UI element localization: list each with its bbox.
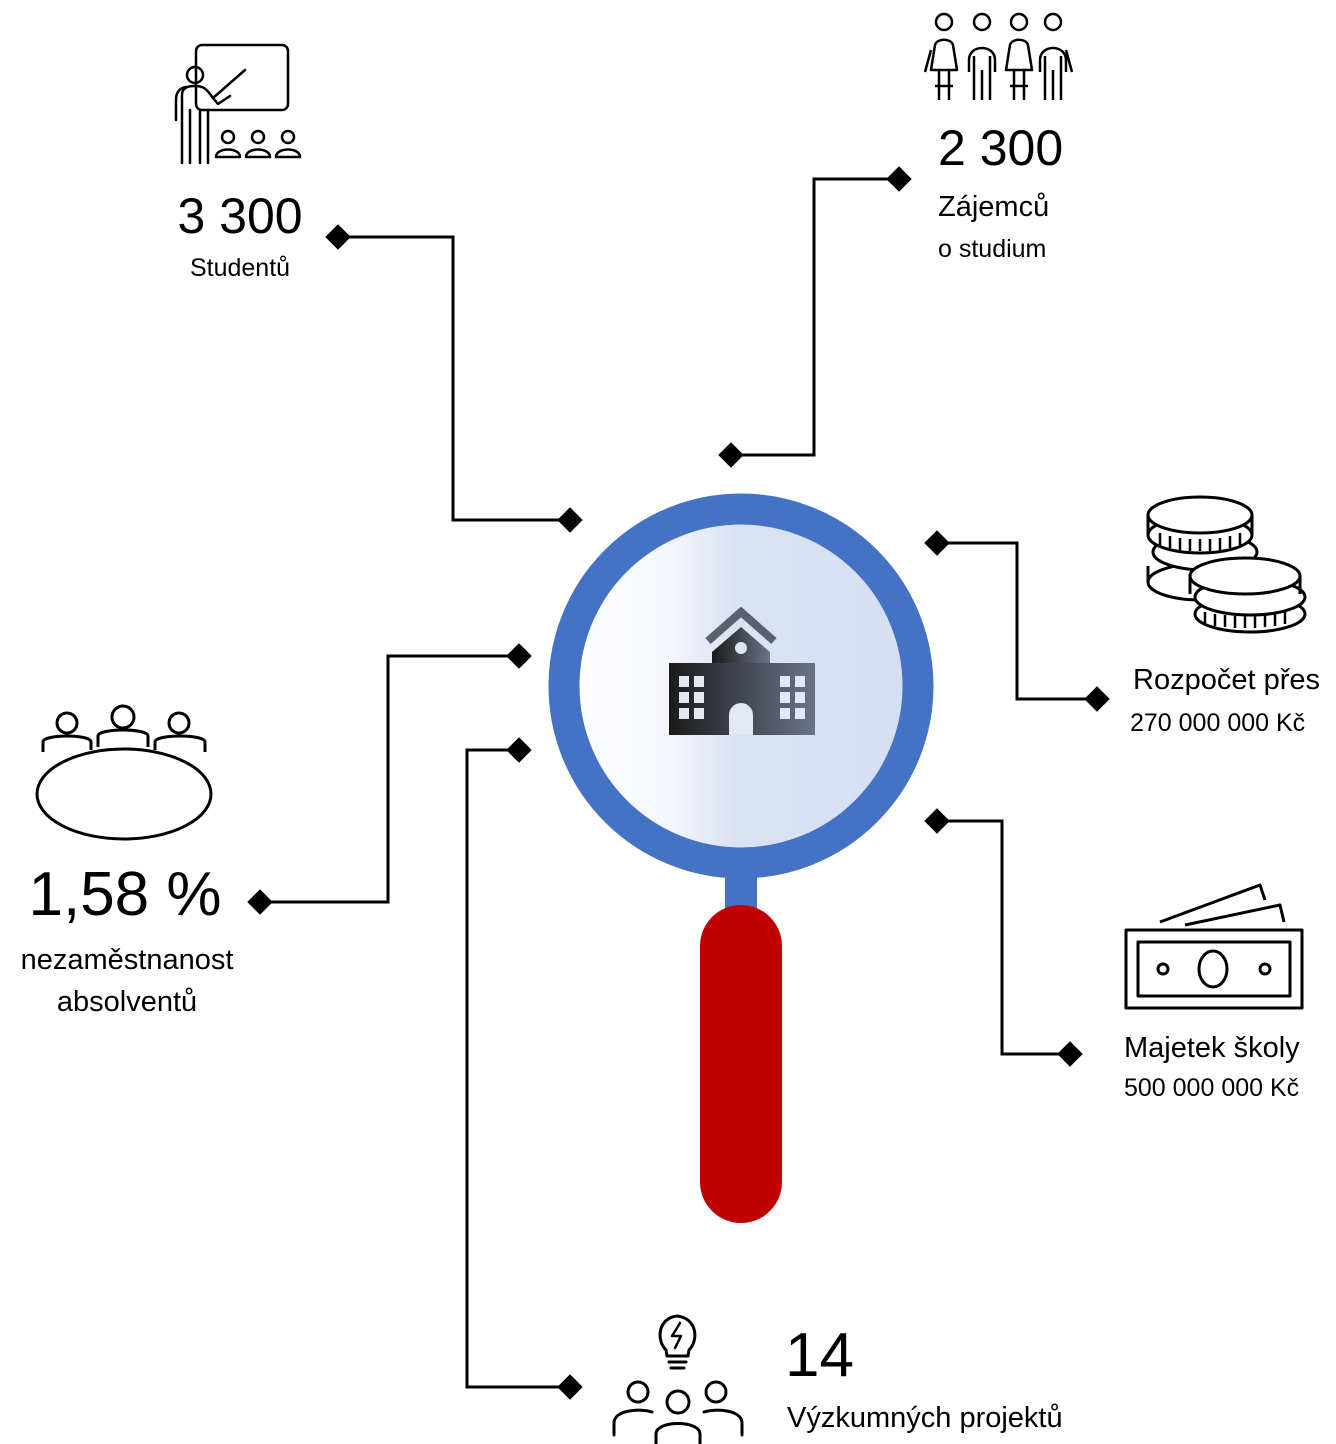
connector-projects bbox=[465, 748, 570, 1389]
diamond-marker bbox=[886, 166, 912, 192]
meeting-table-icon bbox=[35, 704, 213, 841]
students-label: Studentů bbox=[189, 254, 291, 282]
assets-label-line2: 500 000 000 Kč bbox=[1124, 1074, 1300, 1102]
school-building-icon bbox=[669, 606, 815, 735]
applicants-label-line1: Zájemců bbox=[938, 191, 1050, 223]
connector-diamonds bbox=[247, 166, 1110, 1400]
applicants-value: 2 300 bbox=[938, 120, 1064, 176]
connector-unemployment bbox=[260, 654, 519, 904]
team-idea-icon bbox=[612, 1314, 744, 1444]
banknotes-icon bbox=[1124, 883, 1304, 1010]
diamond-marker bbox=[557, 507, 583, 533]
group-of-people-icon bbox=[923, 12, 1074, 100]
unemployment-label-line1: nezaměstnanost bbox=[20, 944, 234, 976]
connector-applicants bbox=[731, 177, 899, 457]
budget-label-line1: Rozpočet přes bbox=[1133, 664, 1320, 696]
projects-label: Výzkumných projektů bbox=[787, 1402, 1063, 1434]
unemployment-value: 1,58 % bbox=[28, 860, 222, 929]
teacher-classroom-icon bbox=[174, 43, 302, 165]
diamond-marker bbox=[1057, 1041, 1083, 1067]
diamond-marker bbox=[924, 530, 950, 556]
diamond-marker bbox=[1084, 686, 1110, 712]
diamond-marker bbox=[924, 808, 950, 834]
students-value: 3 300 bbox=[177, 188, 303, 244]
diamond-marker bbox=[247, 889, 273, 915]
projects-value: 14 bbox=[785, 1321, 854, 1390]
budget-label-line2: 270 000 000 Kč bbox=[1130, 709, 1306, 737]
coin-stacks-icon bbox=[1146, 495, 1307, 634]
connector-students bbox=[338, 235, 570, 522]
assets-label-line1: Majetek školy bbox=[1124, 1032, 1300, 1064]
connector-budget bbox=[937, 541, 1097, 701]
diamond-marker bbox=[506, 737, 532, 763]
diamond-marker bbox=[506, 643, 532, 669]
connector-assets bbox=[937, 819, 1070, 1056]
diamond-marker bbox=[557, 1374, 583, 1400]
applicants-label-line2: o studium bbox=[938, 235, 1047, 263]
connector-lines bbox=[260, 177, 1097, 1389]
unemployment-label-line2: absolventů bbox=[56, 986, 198, 1018]
diamond-marker bbox=[718, 442, 744, 468]
diamond-marker bbox=[325, 224, 351, 250]
